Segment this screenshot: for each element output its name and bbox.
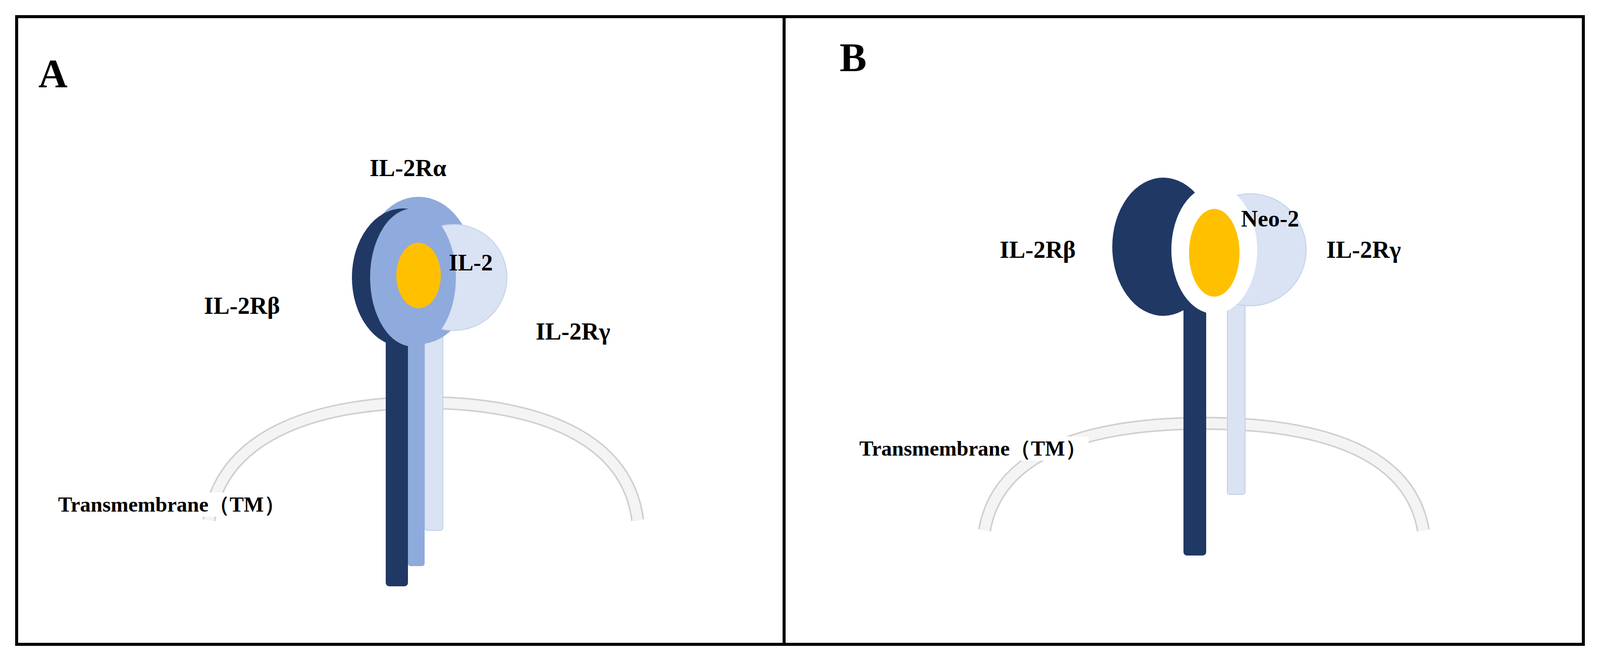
il2-ligand [396,242,441,309]
beta-stem [385,323,408,587]
panel-letter: B [839,37,867,78]
alpha-inner [370,208,456,347]
chain-label: IL-2Rγ [1326,235,1402,264]
binding-gap [1171,185,1258,315]
membrane-label: Transmembrane（TM） [857,436,1089,461]
chain-label: IL-2Rγ [535,317,611,346]
neo2-ligand [1189,209,1240,297]
panel-letter: A [38,53,68,94]
ligand-label: Neo-2 [1241,205,1300,233]
chain-label: IL-2Rβ [999,235,1076,264]
panel-frame: B [782,15,1585,647]
chain-label: IL-2Rα [369,153,447,182]
beta-stem [1183,297,1207,556]
ligand-label: IL-2 [448,249,493,277]
panel-frame: A [15,15,786,647]
chain-label: IL-2Rβ [203,291,281,320]
alpha-stem [407,328,425,567]
membrane-label: Transmembrane（TM） [56,492,288,518]
gamma-stem [424,323,443,531]
gamma-stem [1227,297,1246,495]
